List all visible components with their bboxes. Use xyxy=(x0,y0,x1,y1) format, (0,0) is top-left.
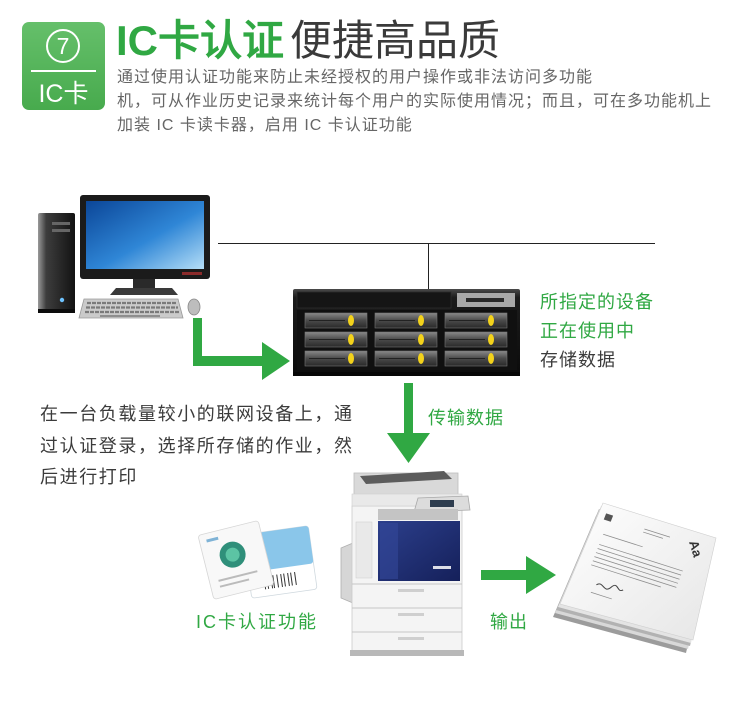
title-rest: 便捷高品质 xyxy=(290,17,501,64)
arrow-printer-to-output xyxy=(481,556,556,594)
mouse xyxy=(187,298,201,316)
explanation-line: 过认证登录，选择所存储的作业，然 xyxy=(40,435,354,456)
server-caption-line: 存储数据 xyxy=(540,350,616,370)
ic-card-label: IC卡认证功能 xyxy=(196,612,318,632)
output-label: 输出 xyxy=(490,612,528,632)
network-lines xyxy=(218,243,655,290)
page-title: IC卡认证便捷高品质 xyxy=(116,17,500,65)
desktop-computer xyxy=(38,195,210,319)
feature-number: 7 xyxy=(46,29,80,63)
drive-bay xyxy=(374,312,438,329)
server-caption-line: 正在使用中 xyxy=(540,321,635,341)
description-line: 通过使用认证功能来防止未经授权的用户操作或非法访问多功能 xyxy=(117,69,594,86)
pc-tower xyxy=(38,213,75,313)
feature-number-badge: 7 IC卡 xyxy=(22,22,105,110)
drive-bay xyxy=(304,312,368,329)
server-caption-line: 所指定的设备 xyxy=(540,292,654,312)
paper-aa-mark: Aa xyxy=(686,538,705,559)
bypass-tray xyxy=(340,542,354,604)
drive-bay xyxy=(444,350,508,367)
description-line: 机，可从作业历史记录来统计每个用户的实际使用情况；而且，可在多功能机上 xyxy=(117,93,713,110)
top-sheet xyxy=(559,502,717,641)
explanation-line: 在一台负载量较小的联网设备上，通 xyxy=(40,404,354,424)
monitor xyxy=(80,195,210,295)
description-line: 加装 IC 卡读卡器，启用 IC 卡认证功能 xyxy=(117,117,413,134)
arrow-server-to-printer xyxy=(387,383,430,463)
badge-divider xyxy=(31,70,96,72)
drive-bay xyxy=(304,350,368,367)
sheet-content xyxy=(590,513,683,600)
paper-stack: Aa xyxy=(553,502,717,653)
ic-cards xyxy=(198,520,318,600)
monitor-screen xyxy=(86,201,204,269)
process-explanation: 在一台负载量较小的联网设备上，通 过认证登录，选择所存储的作业，然 后进行打印 xyxy=(40,399,354,494)
ic-card-white xyxy=(198,520,274,600)
drive-bay xyxy=(444,312,508,329)
title-highlight: IC卡认证 xyxy=(116,17,285,64)
server-caption: 所指定的设备 正在使用中 存储数据 xyxy=(540,288,654,375)
feature-description: 通过使用认证功能来防止未经授权的用户操作或非法访问多功能 机，可从作业历史记录来… xyxy=(117,66,712,138)
storage-server xyxy=(293,289,520,376)
drive-bay xyxy=(444,331,508,348)
arrow-pc-to-server xyxy=(193,318,290,380)
keyboard xyxy=(78,298,184,319)
explanation-line: 后进行打印 xyxy=(40,467,138,487)
drive-bay xyxy=(304,331,368,348)
signature xyxy=(596,583,624,592)
drive-bay xyxy=(374,331,438,348)
multifunction-printer xyxy=(340,471,471,656)
transfer-label: 传输数据 xyxy=(428,408,504,428)
badge-label: IC卡 xyxy=(38,80,89,108)
drive-bay xyxy=(374,350,438,367)
